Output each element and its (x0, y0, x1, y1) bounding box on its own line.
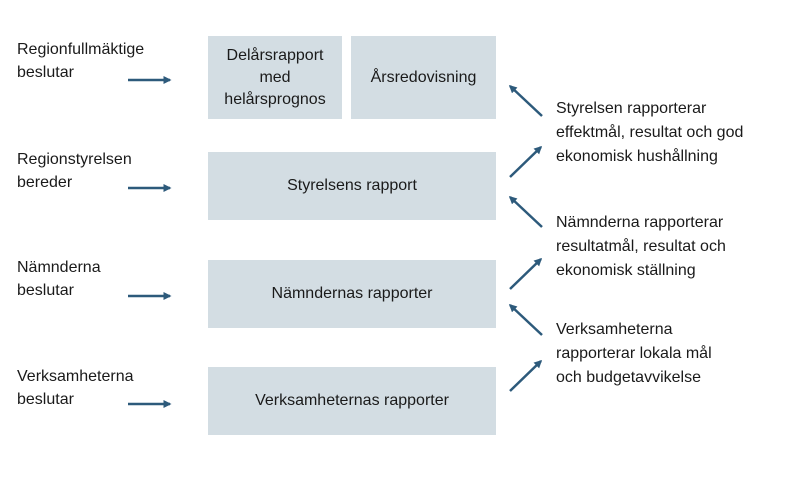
arrow-upright-2 (509, 257, 543, 290)
box-styrelsens-rapport: Styrelsens rapport (208, 152, 496, 220)
box-arsredovisning: Årsredovisning (351, 36, 496, 119)
label-namnderna-rapporterar: Nämnderna rapporterar resultatmål, resul… (556, 214, 726, 279)
label-regionstyrelsen: Regionstyrelsen bereder (17, 151, 132, 191)
arrow-upleft-2 (508, 195, 543, 228)
label-verksamheterna-rapporterar: Verksamheterna rapporterar lokala mål oc… (556, 321, 712, 386)
arrow-upright-1 (509, 145, 543, 178)
label-namnderna: Nämnderna beslutar (17, 259, 101, 299)
label-regionfullmaktige: Regionfullmäktige beslutar (17, 41, 145, 81)
arrow-upright-3 (509, 359, 543, 392)
arrow-upleft-1 (508, 84, 543, 117)
box-namndernas-rapporter: Nämndernas rapporter (208, 260, 496, 328)
box-delarsrapport: Delårsrapport med helårsprognos (208, 36, 342, 119)
box-verksamheternas-rapporter: Verksamheternas rapporter (208, 367, 496, 435)
arrow-upleft-3 (508, 303, 543, 336)
label-verksamheterna: Verksamheterna beslutar (17, 368, 134, 408)
label-styrelsen-rapporterar: Styrelsen rapporterar effektmål, resulta… (556, 100, 744, 165)
